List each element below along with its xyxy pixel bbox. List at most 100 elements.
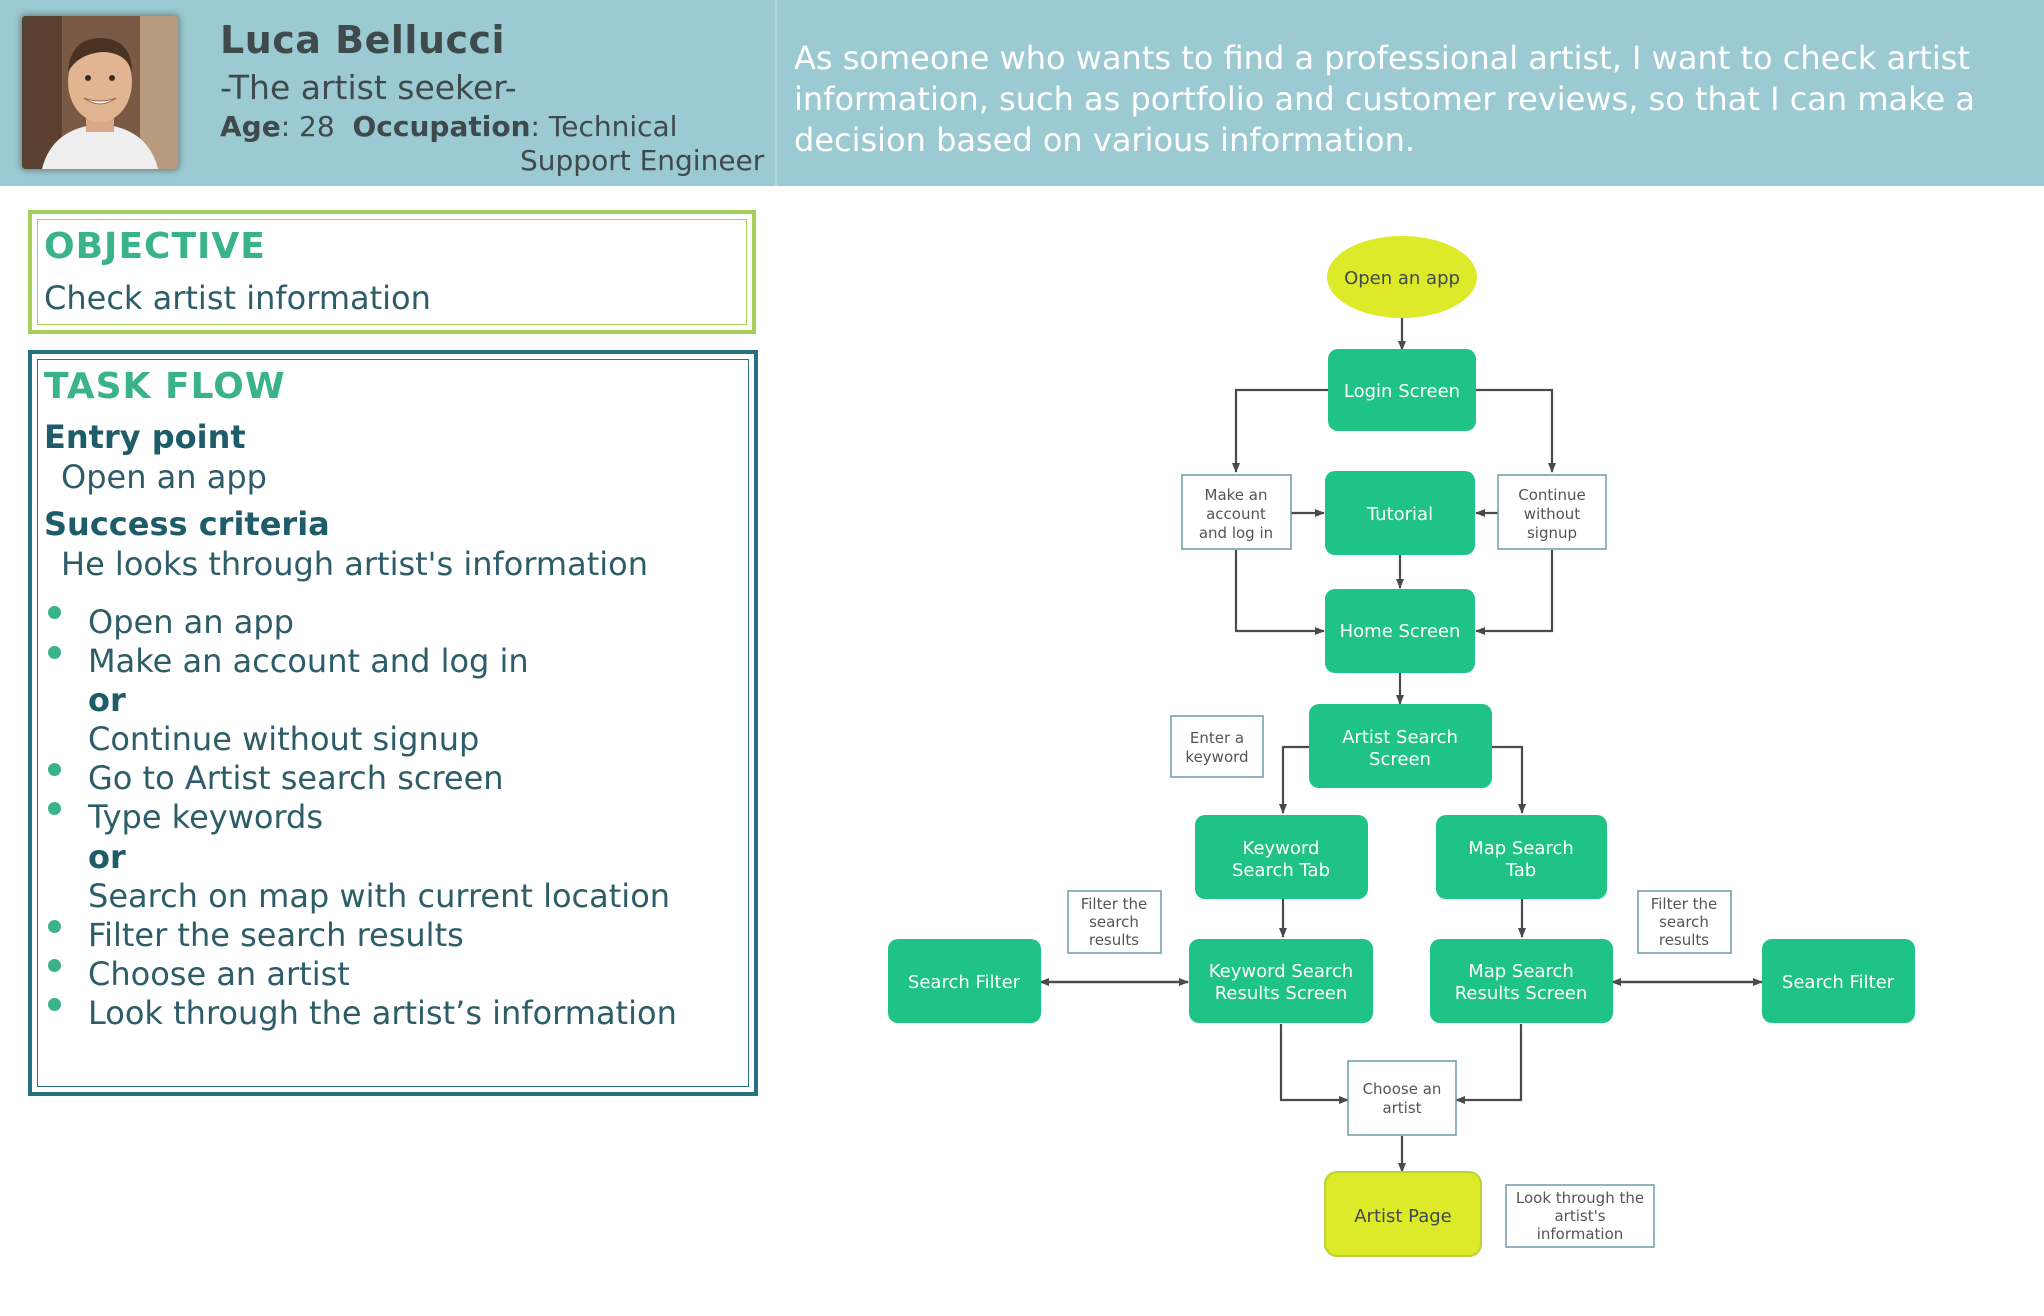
node-login-screen: Login Screen xyxy=(1328,349,1476,431)
node-map-search-tab: Map Search Tab xyxy=(1436,815,1607,899)
user-story: As someone who wants to find a professio… xyxy=(794,39,1976,159)
node-artist-page: Artist Page xyxy=(1324,1171,1482,1257)
persona-tagline: -The artist seeker- xyxy=(220,68,517,107)
step-item: Open an app xyxy=(88,603,294,641)
edge-makeaccount-home xyxy=(1234,550,1325,635)
avatar-photo xyxy=(22,16,178,169)
node-label: Search Filter xyxy=(1782,972,1895,993)
occupation-value-line2: Support Engineer xyxy=(520,144,765,177)
node-tutorial: Tutorial xyxy=(1325,471,1475,555)
node-label: Tutorial xyxy=(1366,504,1433,525)
note-label: Make an xyxy=(1205,486,1268,504)
node-keyword-search-results: Keyword Search Results Screen xyxy=(1189,939,1373,1023)
note-label: search xyxy=(1659,913,1709,931)
node-map-search-results: Map Search Results Screen xyxy=(1430,939,1613,1023)
note-label: and log in xyxy=(1199,524,1273,542)
persona-avatar xyxy=(22,16,178,169)
age-value: 28 xyxy=(299,110,335,143)
node-artist-search-screen: Artist Search Screen xyxy=(1309,704,1492,788)
node-open-app: Open an app xyxy=(1327,236,1477,318)
node-label: Tab xyxy=(1505,860,1536,881)
note-label: account xyxy=(1206,505,1266,523)
persona-name: Luca Bellucci xyxy=(220,18,506,62)
edge-keywordresults-choose xyxy=(1279,1024,1349,1104)
note-choose-artist: Choose an artist xyxy=(1347,1060,1457,1136)
step-item: Go to Artist search screen xyxy=(88,759,504,797)
node-label: Login Screen xyxy=(1344,381,1460,402)
node-label: Search Tab xyxy=(1232,860,1330,881)
step-item: Continue without signup xyxy=(88,720,480,758)
step-item: Make an account and log in xyxy=(88,642,529,680)
edge-login-makeaccount xyxy=(1232,388,1328,473)
bullet-dot xyxy=(48,802,61,815)
note-label: Filter the xyxy=(1651,895,1718,913)
step-item: Type keywords xyxy=(88,798,324,836)
node-label: Artist Page xyxy=(1354,1206,1452,1227)
success-criteria-value: He looks through artist's information xyxy=(61,545,648,583)
note-look-through: Look through the artist's information xyxy=(1505,1184,1655,1248)
note-label: signup xyxy=(1527,524,1577,542)
node-home-screen: Home Screen xyxy=(1325,589,1475,673)
step-item: Search on map with current location xyxy=(88,877,671,915)
success-criteria-label: Success criteria xyxy=(44,505,330,543)
note-label: artist's xyxy=(1554,1207,1605,1225)
note-label: Enter a xyxy=(1190,729,1244,747)
objective-box xyxy=(28,210,756,334)
entry-point-label: Entry point xyxy=(44,418,246,456)
bullet-dot xyxy=(48,920,61,933)
bullet-dot xyxy=(48,646,61,659)
note-label: Look through the xyxy=(1516,1189,1644,1207)
node-label: Open an app xyxy=(1344,268,1460,289)
step-item: Look through the artist’s information xyxy=(88,994,677,1032)
node-label: Home Screen xyxy=(1340,621,1461,642)
node-search-filter-left: Search Filter xyxy=(888,939,1041,1023)
node-search-filter-right: Search Filter xyxy=(1762,939,1915,1023)
note-label: results xyxy=(1659,931,1709,949)
age-label: Age xyxy=(220,110,281,143)
note-label: search xyxy=(1089,913,1139,931)
objective-heading: OBJECTIVE xyxy=(44,226,266,267)
note-label: results xyxy=(1089,931,1139,949)
node-label: Results Screen xyxy=(1455,983,1588,1004)
entry-point-value: Open an app xyxy=(61,458,267,496)
node-label: Map Search xyxy=(1468,838,1574,859)
objective-text: Check artist information xyxy=(44,279,431,317)
note-label: Choose an xyxy=(1363,1080,1442,1098)
step-item: Filter the search results xyxy=(88,916,464,954)
note-enter-keyword: Enter a keyword xyxy=(1170,715,1264,778)
note-label: Filter the xyxy=(1081,895,1148,913)
flow-edges xyxy=(1039,318,1763,1173)
edge-artistsearch-keyword xyxy=(1279,745,1309,814)
note-filter-left: Filter the search results xyxy=(1067,890,1162,954)
note-continue-without-signup: Continue without signup xyxy=(1497,474,1607,550)
bullet-dot xyxy=(48,606,61,619)
node-label: Keyword Search xyxy=(1209,961,1353,982)
bullet-dot xyxy=(48,763,61,776)
bullet-dot xyxy=(48,959,61,972)
bullet-dot xyxy=(48,998,61,1011)
note-label: artist xyxy=(1382,1099,1421,1117)
persona-meta: Age: 28 Occupation: Technical xyxy=(220,110,678,143)
note-label: Continue xyxy=(1518,486,1585,504)
occupation-label: Occupation xyxy=(352,110,531,143)
edge-continue-home xyxy=(1475,550,1554,635)
taskflow-box xyxy=(28,350,758,1096)
edge-login-continue xyxy=(1476,388,1556,473)
taskflow-heading: TASK FLOW xyxy=(44,366,286,407)
persona-header: Luca Bellucci -The artist seeker- Age: 2… xyxy=(0,0,2044,186)
occupation-value-line1: Technical xyxy=(548,110,678,143)
node-label: Map Search xyxy=(1468,961,1574,982)
note-label: information xyxy=(1537,1225,1624,1243)
node-label: Screen xyxy=(1369,749,1431,770)
node-label: Keyword xyxy=(1243,838,1320,859)
node-label: Results Screen xyxy=(1215,983,1348,1004)
header-divider xyxy=(775,0,777,186)
edge-artistsearch-map xyxy=(1492,745,1526,814)
node-keyword-search-tab: Keyword Search Tab xyxy=(1195,815,1368,899)
note-label: without xyxy=(1524,505,1581,523)
node-label: Search Filter xyxy=(908,972,1021,993)
node-label: Artist Search xyxy=(1342,727,1458,748)
step-or: or xyxy=(88,838,126,876)
note-filter-right: Filter the search results xyxy=(1637,890,1732,954)
